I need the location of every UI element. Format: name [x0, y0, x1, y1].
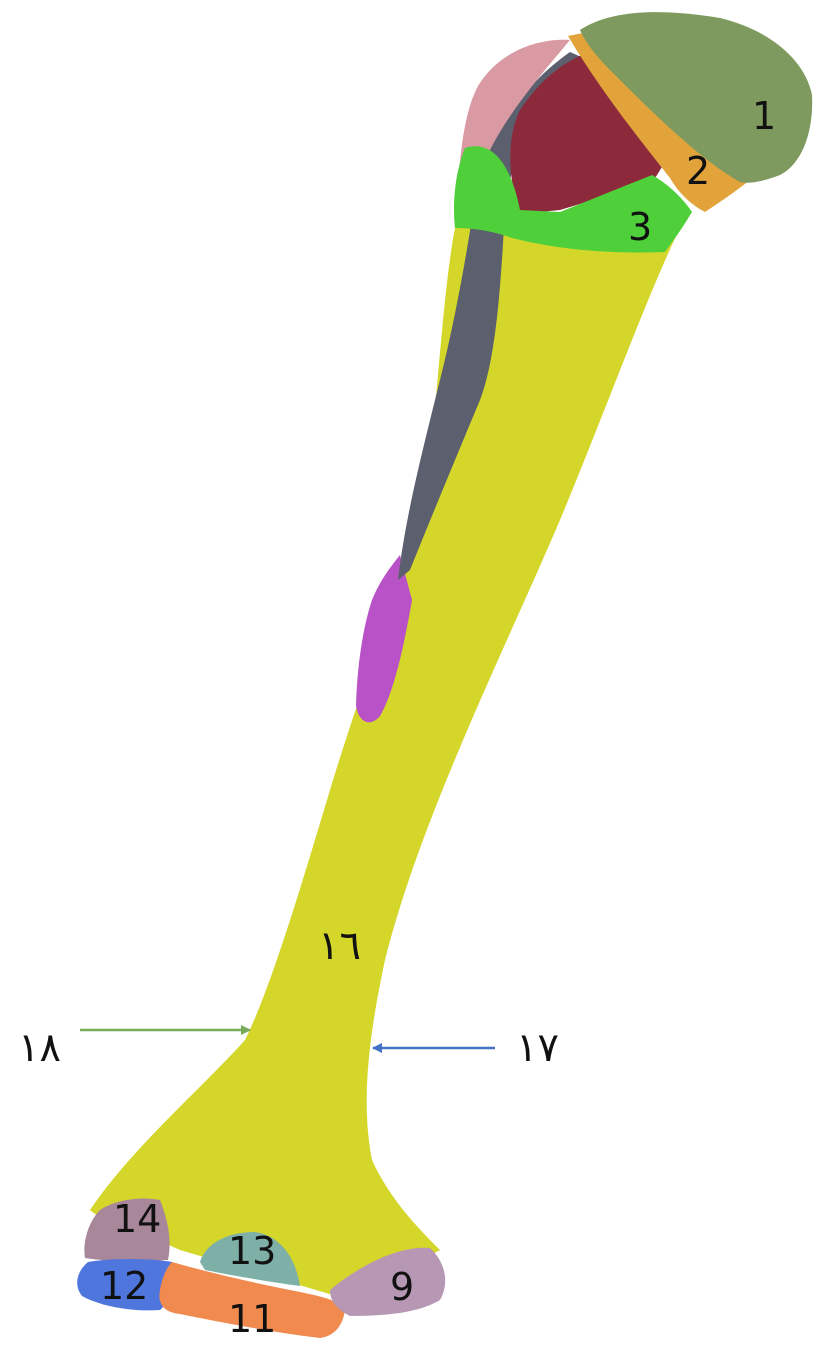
label-1: 1 — [752, 97, 776, 135]
label-13: 13 — [228, 1232, 276, 1270]
label-17: ١٧ — [516, 1028, 559, 1068]
label-14: 14 — [113, 1200, 161, 1238]
label-2: 2 — [686, 152, 710, 190]
label-9: 9 — [390, 1268, 414, 1306]
label-16: ١٦ — [318, 926, 361, 966]
label-3: 3 — [628, 208, 652, 246]
label-11: 11 — [228, 1300, 276, 1338]
label-12: 12 — [100, 1267, 148, 1305]
label-18: ١٨ — [18, 1028, 61, 1068]
humerus-shaft — [90, 210, 690, 1300]
